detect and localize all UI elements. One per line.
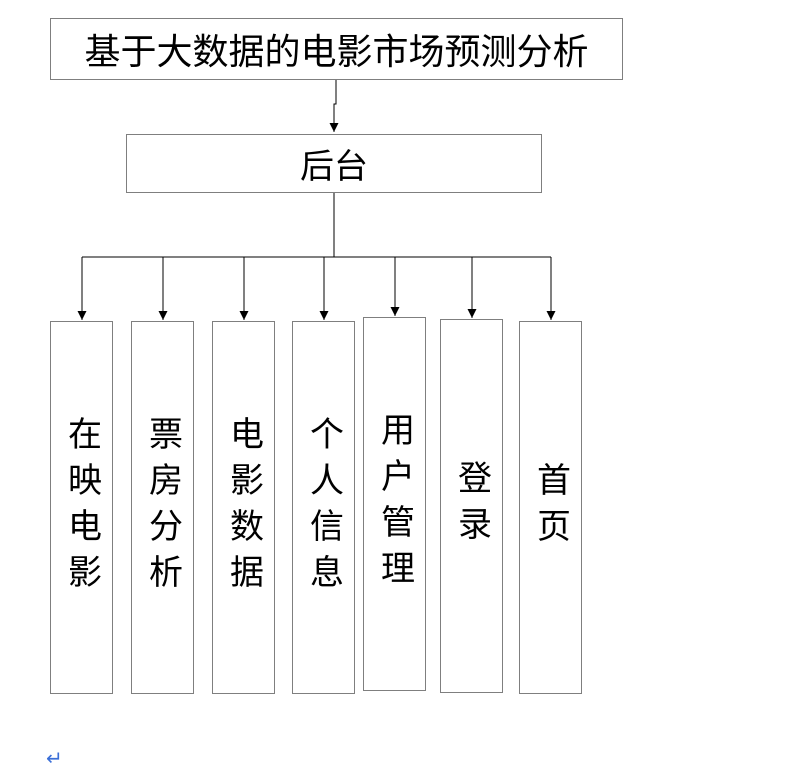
module-label: 在映电影 <box>61 415 102 600</box>
module-box-login: 登录 <box>440 319 503 693</box>
module-box-now-showing: 在映电影 <box>50 321 113 694</box>
module-box-box-office: 票房分析 <box>131 321 194 694</box>
module-label: 电影数据 <box>223 415 264 600</box>
system-title: 基于大数据的电影市场预测分析 <box>84 32 589 73</box>
module-box-user-management: 用户管理 <box>363 317 426 691</box>
module-box-movie-data: 电影数据 <box>212 321 275 694</box>
module-box-home: 首页 <box>519 321 582 694</box>
module-label: 用户管理 <box>374 412 415 596</box>
system-title-box: 基于大数据的电影市场预测分析 <box>50 18 623 80</box>
module-label: 个人信息 <box>303 415 344 600</box>
module-label: 首页 <box>530 461 571 554</box>
backend-box: 后台 <box>126 134 542 193</box>
title-to-backend-connector <box>329 80 339 132</box>
backend-label: 后台 <box>300 147 368 187</box>
module-label: 票房分析 <box>142 415 183 600</box>
paragraph-mark: ↵ <box>46 746 63 770</box>
module-label: 登录 <box>451 460 492 552</box>
module-box-personal-info: 个人信息 <box>292 321 355 694</box>
